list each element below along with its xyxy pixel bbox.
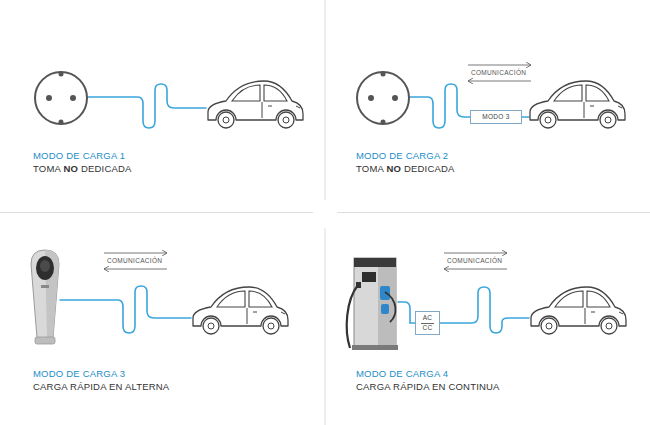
mode-subtitle: CARGA RÁPIDA EN CONTINUA: [356, 381, 500, 393]
charging-post: [31, 250, 59, 344]
mode3-control-box: MODO 3: [470, 110, 522, 124]
wall-socket: [35, 72, 87, 125]
car: [193, 287, 288, 334]
communication-label: COMUNICACIÓN: [470, 69, 527, 77]
ac-dc-converter-box: ACCC: [415, 311, 440, 335]
communication-arrows: [104, 65, 531, 269]
box-text: AC: [421, 314, 434, 322]
car: [530, 81, 625, 128]
communication-label: COMUNICACIÓN: [446, 257, 503, 265]
mode-subtitle: CARGA RÁPIDA EN ALTERNA: [33, 381, 169, 393]
mode-title: MODO DE CARGA 4: [356, 368, 448, 380]
box-text: CC: [421, 323, 434, 332]
communication-label: COMUNICACIÓN: [106, 257, 163, 265]
mode-subtitle: TOMA NO DEDICADA: [33, 163, 132, 175]
wall-socket: [357, 72, 409, 125]
mode-subtitle: TOMA NO DEDICADA: [356, 163, 455, 175]
car: [531, 287, 626, 334]
mode-title: MODO DE CARGA 1: [33, 150, 125, 162]
mode-title: MODO DE CARGA 3: [33, 368, 125, 380]
dc-charger: [347, 258, 398, 350]
mode-title: MODO DE CARGA 2: [356, 150, 448, 162]
car: [208, 81, 303, 128]
box-text: MODO 3: [476, 113, 516, 121]
